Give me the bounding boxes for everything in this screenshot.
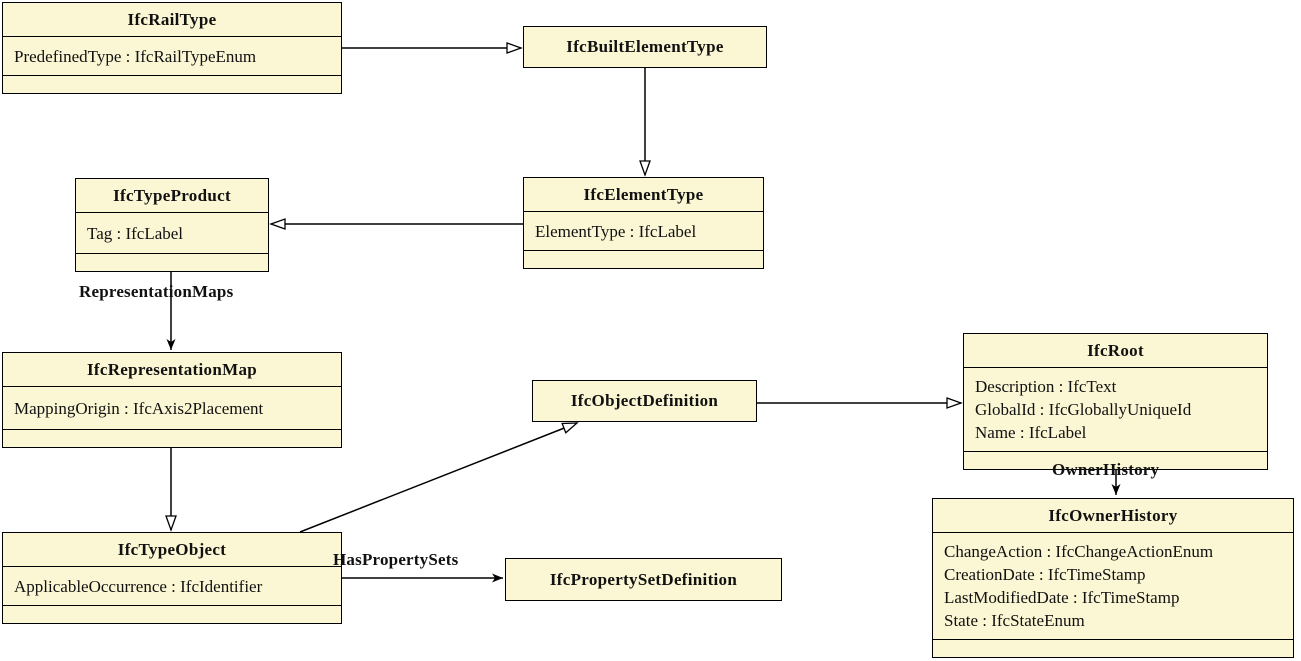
class-attributes: MappingOrigin : IfcAxis2Placement — [3, 387, 341, 430]
edge-label-representationmaps: RepresentationMaps — [79, 282, 234, 301]
empty-compartment — [3, 76, 341, 93]
class-box-ifcobjectdefinition: IfcObjectDefinition — [532, 380, 757, 422]
edge-label-haspropertysets: HasPropertySets — [333, 550, 459, 569]
class-attributes: Tag : IfcLabel — [76, 213, 268, 254]
class-title: IfcObjectDefinition — [570, 391, 719, 410]
class-attribute: ElementType : IfcLabel — [535, 221, 697, 241]
class-title: IfcElementType — [524, 178, 763, 212]
class-attributes: ApplicableOccurrence : IfcIdentifier — [3, 567, 341, 606]
class-box-ifcbuiltelementtype: IfcBuiltElementType — [523, 26, 767, 68]
class-title: IfcTypeProduct — [76, 179, 268, 213]
class-attributes: ChangeAction : IfcChangeActionEnum Creat… — [933, 533, 1293, 640]
class-box-ifcownerhistory: IfcOwnerHistory ChangeAction : IfcChange… — [932, 498, 1294, 658]
class-attributes: ElementType : IfcLabel — [524, 212, 763, 251]
class-box-ifcrailtype: IfcRailType PredefinedType : IfcRailType… — [2, 2, 342, 94]
class-attribute: ChangeAction : IfcChangeActionEnum — [944, 542, 1214, 561]
class-attribute: MappingOrigin : IfcAxis2Placement — [14, 398, 264, 418]
class-box-ifctypeobject: IfcTypeObject ApplicableOccurrence : Ifc… — [2, 532, 342, 624]
class-attributes: PredefinedType : IfcRailTypeEnum — [3, 37, 341, 76]
class-title: IfcRoot — [964, 334, 1267, 368]
class-box-ifcrepresentationmap: IfcRepresentationMap MappingOrigin : Ifc… — [2, 352, 342, 448]
empty-compartment — [933, 640, 1293, 657]
class-attribute: Tag : IfcLabel — [87, 223, 184, 243]
class-box-ifcroot: IfcRoot Description : IfcText GlobalId :… — [963, 333, 1268, 470]
empty-compartment — [3, 430, 341, 447]
class-title: IfcBuiltElementType — [566, 37, 724, 56]
class-box-ifcelementtype: IfcElementType ElementType : IfcLabel — [523, 177, 764, 269]
empty-compartment — [524, 251, 763, 268]
class-attribute: PredefinedType : IfcRailTypeEnum — [14, 46, 257, 66]
class-title: IfcTypeObject — [3, 533, 341, 567]
class-attribute: CreationDate : IfcTimeStamp — [944, 565, 1146, 584]
class-attribute: State : IfcStateEnum — [944, 611, 1085, 630]
class-title: IfcRailType — [3, 3, 341, 37]
class-attribute: LastModifiedDate : IfcTimeStamp — [944, 588, 1180, 607]
class-title: IfcOwnerHistory — [933, 499, 1293, 533]
arrow-ifctypeobject-to-ifcobjectdefinition — [299, 422, 579, 533]
empty-compartment — [3, 606, 341, 623]
edge-label-ownerhistory: OwnerHistory — [1052, 460, 1160, 479]
class-box-ifcpropertysetdefinition: IfcPropertySetDefinition — [505, 558, 782, 601]
class-attribute: GlobalId : IfcGloballyUniqueId — [975, 400, 1192, 419]
class-attribute: Description : IfcText — [975, 377, 1117, 396]
class-attributes: Description : IfcText GlobalId : IfcGlob… — [964, 368, 1267, 452]
class-attribute: ApplicableOccurrence : IfcIdentifier — [14, 576, 263, 596]
class-attribute: Name : IfcLabel — [975, 423, 1087, 442]
class-title: IfcPropertySetDefinition — [549, 569, 738, 589]
class-box-ifctypeproduct: IfcTypeProduct Tag : IfcLabel — [75, 178, 269, 272]
empty-compartment — [76, 254, 268, 271]
class-title: IfcRepresentationMap — [3, 353, 341, 387]
